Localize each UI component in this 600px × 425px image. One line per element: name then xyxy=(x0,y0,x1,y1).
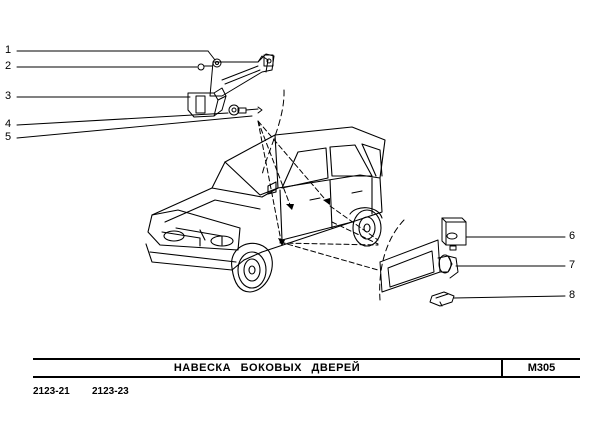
washer-part-1 xyxy=(212,58,222,68)
callout-4: 4 xyxy=(5,118,12,130)
door-check-assembly xyxy=(187,53,275,118)
vehicle-niva xyxy=(145,126,386,293)
callout-3: 3 xyxy=(5,90,12,102)
dashed-arc-front xyxy=(261,89,285,176)
callout-6: 6 xyxy=(569,230,576,242)
dashed-pointer-lines xyxy=(257,120,379,271)
model-2123-23: 2123-23 xyxy=(92,386,129,397)
callout-8: 8 xyxy=(569,289,576,301)
model-2123-21: 2123-21 xyxy=(33,386,70,397)
dashed-arc-rear xyxy=(379,219,405,301)
callout-5: 5 xyxy=(5,131,12,143)
hinge-part-7 xyxy=(379,239,459,293)
pointer-arrowheads xyxy=(278,198,330,246)
callout-7: 7 xyxy=(569,259,576,271)
bolt-part-2 xyxy=(197,63,213,71)
right-callout-leaders xyxy=(453,236,566,299)
callout-1: 1 xyxy=(5,44,12,56)
title-divider xyxy=(501,360,503,376)
bolt-part-5 xyxy=(237,106,263,114)
title-block: НАВЕСКА БОКОВЫХ ДВЕРЕЙ М305 xyxy=(33,358,580,378)
bracket-part-3 xyxy=(187,87,227,118)
front-wheel xyxy=(231,242,273,293)
drawing-code: М305 xyxy=(527,362,556,374)
rear-wheel xyxy=(349,207,383,247)
drawing-title: НАВЕСКА БОКОВЫХ ДВЕРЕЙ xyxy=(173,362,361,374)
hinge-part-6 xyxy=(441,217,467,251)
left-callout-leaders xyxy=(16,50,253,139)
callout-2: 2 xyxy=(5,60,12,72)
hinge-assembly xyxy=(379,217,467,307)
door-check-strap xyxy=(209,53,275,97)
washer-part-4 xyxy=(228,104,240,116)
clip-part-8 xyxy=(429,291,455,307)
